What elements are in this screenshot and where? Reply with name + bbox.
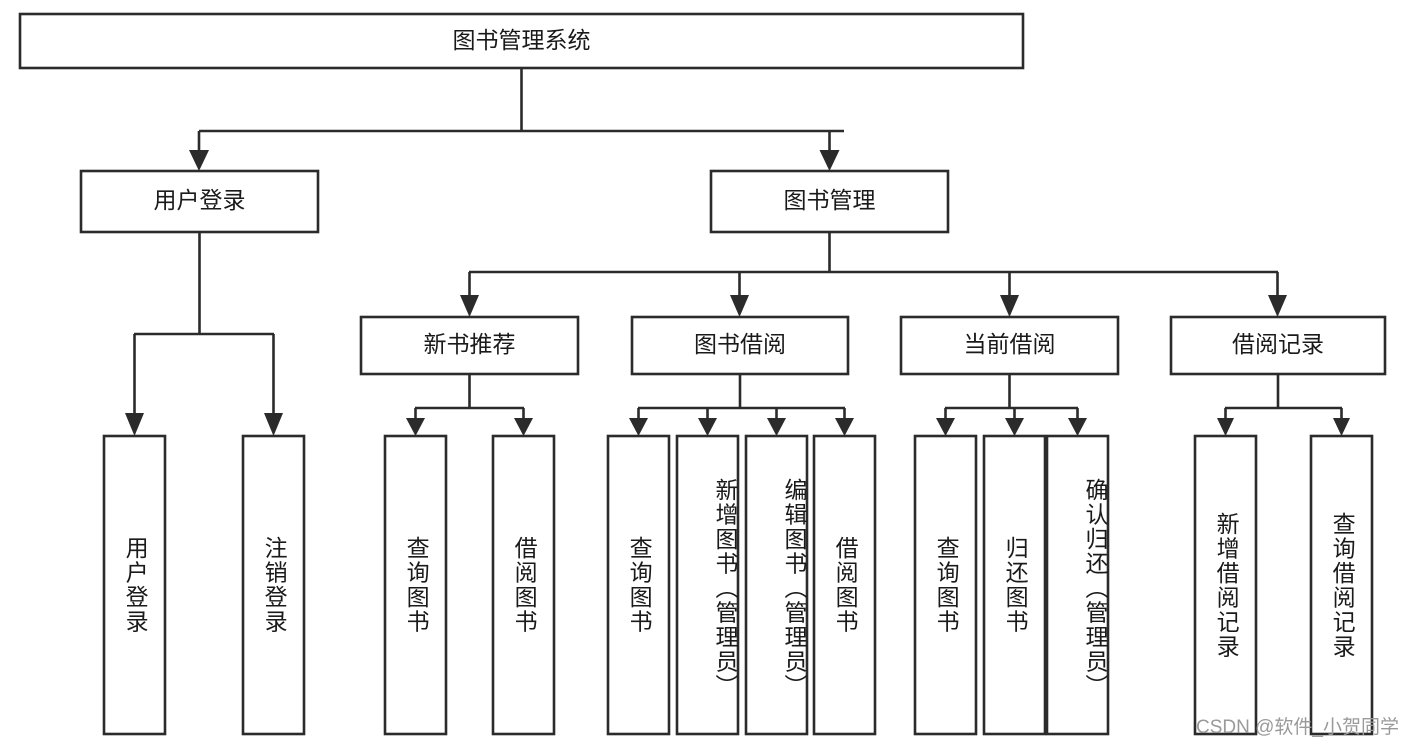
node-book-borrow[interactable]: 图书借阅 xyxy=(630,315,850,376)
arrow-head-bb-leaf-3 xyxy=(767,418,786,436)
leaf-box-bb-borrow-book[interactable] xyxy=(812,434,877,736)
node-root-label: 图书管理系统 xyxy=(453,27,591,53)
leaf-box-br-query-record[interactable] xyxy=(1309,434,1374,736)
arrow-head-bb-leaf-1 xyxy=(629,418,648,436)
watermark-text: CSDN @软件_小贺同学 xyxy=(1196,717,1399,738)
arrow-head-book-borrow xyxy=(730,295,749,317)
node-root-box xyxy=(18,12,1025,70)
node-root[interactable]: 图书管理系统 xyxy=(18,12,1025,70)
connector-group-user-login xyxy=(125,232,283,436)
node-borrow-record-box xyxy=(1169,315,1387,376)
node-borrow-record-label: 借阅记录 xyxy=(1232,331,1324,357)
node-borrow-record[interactable]: 借阅记录 xyxy=(1169,315,1387,376)
connector-group-book-management xyxy=(460,232,1287,317)
leaf-box-bb-query-book[interactable] xyxy=(606,434,671,736)
arrow-head-cb-leaf-3 xyxy=(1068,418,1087,436)
leaf-box-nbr-query-book[interactable] xyxy=(383,434,448,736)
node-book-management[interactable]: 图书管理 xyxy=(709,169,950,234)
node-current-borrow-box xyxy=(899,315,1120,376)
leaf-boxes xyxy=(102,434,1374,736)
arrow-head-nbr-leaf-1 xyxy=(406,418,425,436)
leaf-box-cb-query-book[interactable] xyxy=(913,434,978,736)
node-current-borrow-label: 当前借阅 xyxy=(964,331,1056,357)
connector-group-root xyxy=(189,68,844,171)
arrow-head-book-mgmt xyxy=(819,150,840,171)
connector-group-new-book-recommend xyxy=(406,374,533,436)
node-user-login-label: 用户登录 xyxy=(154,187,246,213)
leaf-box-br-add-record[interactable] xyxy=(1193,434,1258,736)
leaf-box-cb-return-book[interactable] xyxy=(982,434,1047,736)
leaf-box-bb-edit-book[interactable] xyxy=(744,434,809,736)
arrow-head-br-leaf-2 xyxy=(1333,418,1350,436)
arrow-head-cb-leaf-1 xyxy=(936,418,955,436)
arrow-head-leaf-logout xyxy=(264,413,283,436)
leaf-box-logout[interactable] xyxy=(241,434,306,736)
leaf-box-user-login[interactable] xyxy=(102,434,167,736)
arrow-head-nbr-leaf-2 xyxy=(514,418,533,436)
node-new-book-recommend[interactable]: 新书推荐 xyxy=(359,315,580,376)
node-current-borrow[interactable]: 当前借阅 xyxy=(899,315,1120,376)
node-book-borrow-box xyxy=(630,315,850,376)
leaf-box-bb-add-book[interactable] xyxy=(675,434,740,736)
node-user-login[interactable]: 用户登录 xyxy=(79,169,320,234)
arrow-head-br-leaf-1 xyxy=(1217,418,1234,436)
node-book-management-label: 图书管理 xyxy=(784,187,876,213)
connector-group-borrow-record xyxy=(1217,374,1350,436)
arrow-head-leaf-user-login xyxy=(125,413,144,436)
arrow-head-bb-leaf-4 xyxy=(835,418,854,436)
node-book-borrow-label: 图书借阅 xyxy=(694,331,786,357)
arrow-head-borrow-record xyxy=(1268,295,1287,317)
leaf-box-nbr-borrow-book[interactable] xyxy=(491,434,556,736)
arrow-head-user-login xyxy=(189,150,209,171)
arrow-head-current-borrow xyxy=(1000,295,1019,317)
node-new-book-recommend-box xyxy=(359,315,580,376)
arrow-head-new-book-recommend xyxy=(460,295,479,317)
node-new-book-recommend-label: 新书推荐 xyxy=(424,331,516,357)
node-book-management-box xyxy=(709,169,950,234)
connector-group-current-borrow xyxy=(936,374,1087,436)
arrow-head-cb-leaf-2 xyxy=(1005,418,1024,436)
connector-group-book-borrow xyxy=(629,374,854,436)
arrow-head-bb-leaf-2 xyxy=(698,418,717,436)
leaf-box-cb-confirm-return[interactable] xyxy=(1045,434,1110,736)
